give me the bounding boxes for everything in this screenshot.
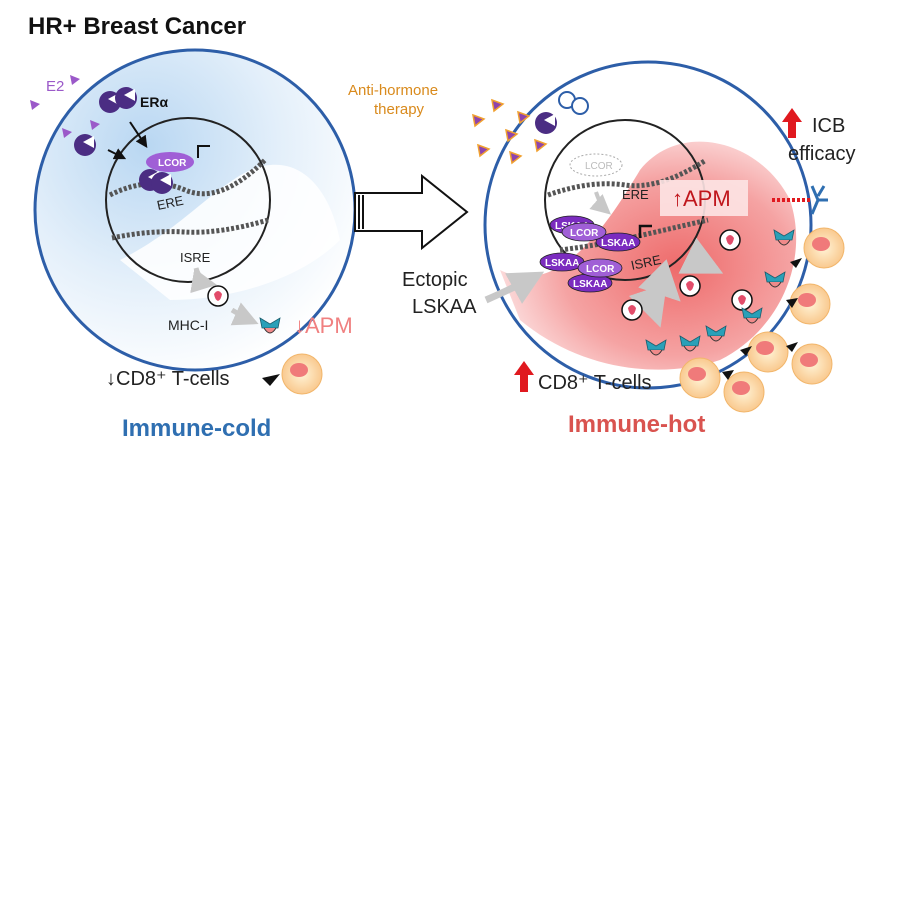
apm-down-label: ↓APM [294,313,353,338]
immune-hot-label: Immune-hot [568,411,705,438]
era-receptor [115,87,137,109]
tcell-receptor-arrow [740,346,752,356]
hot-tcells-label: CD8⁺ T-cells [538,372,652,394]
era-label: ERα [140,94,168,110]
cold-nucleus [105,117,271,283]
ectopic-label-line2: LSKAA [412,296,477,318]
icb-label-line2: efficacy [788,143,855,165]
cold-dna-ere [108,158,267,198]
era-receptor [151,172,173,194]
mhc-vesicle [719,229,741,251]
cd8-tcell [281,353,323,395]
apm-flow-arrow [628,283,667,328]
tcell-receptor-arrow [790,258,802,268]
blocked-receptor [535,112,557,134]
icb-up-arrow [782,108,802,138]
lskaa-cluster: LSKAA LSKAA LSKAA LSKAA LCOR LCOR [539,215,641,293]
hot-tcells-up-arrow [514,361,534,392]
hot-dna-ere [547,157,708,198]
era-receptor [74,134,96,156]
mhc-vesicle [621,299,643,321]
immune-cold-cell: E2 ERα LCOR ERE ISRE MHC-I ↓APM ↓CD8⁺ T-… [30,48,357,442]
cold-dna-isre [111,217,269,241]
isre-to-vesicle-arrow [190,267,217,294]
therapy-triangle [491,99,504,112]
tcell-receptor-arrow [722,370,734,380]
lcor-label: LCOR [158,158,187,169]
therapy-label-line2: therapy [374,101,425,118]
lcor-pill [561,222,607,242]
icb-label-line1: ICB [812,115,845,137]
vesicle-to-mhc-arrow [230,302,259,326]
therapy-label-line1: Anti-hormone [348,82,438,99]
mhc-vesicle [207,285,229,307]
mhc-vesicle [679,275,701,297]
apm-flow-arrow [678,237,724,274]
mhc-vesicle [731,289,753,311]
cd8-tcell [723,371,765,413]
therapy-triangle [477,144,490,157]
transition-arrow [354,173,469,251]
lcor-pill-label: LCOR [570,228,599,239]
ere-label: ERE [156,193,186,213]
lcor-promoter-arrow [197,145,210,158]
ectopic-lskaa-arrow [484,271,545,304]
cd8-tcell [791,343,833,385]
apm-up-box [660,180,748,216]
apm-up-label: ↑APM [672,186,731,211]
immune-cold-label: Immune-cold [122,415,271,442]
isre-label: ISRE [180,250,211,265]
empty-receptor [571,97,589,115]
mhc-label: MHC-I [168,317,208,333]
cold-tcells-label: ↓CD8⁺ T-cells [106,368,230,390]
lcor-pill-label: LCOR [586,264,615,275]
lcor-faded-pill [569,153,623,177]
tcell-receptor-arrow [262,374,280,386]
cd8-tcell [789,283,831,325]
tcell-receptor-arrow [786,298,798,308]
cd8-tcell [803,227,845,269]
lskaa-pill-label: LSKAA [545,258,579,269]
hot-promoter-arrow [638,224,652,238]
lcor-faded-label: LCOR [585,161,613,172]
lcor-pill [146,152,194,172]
therapy-triangle [472,114,485,127]
lcor-faded-arrow [589,191,612,215]
lskaa-pill [595,232,641,252]
figure-title: HR+ Breast Cancer [28,13,246,40]
e2-label: E2 [46,78,64,95]
e2-triangle [70,75,80,85]
era-arrow [129,121,148,148]
cold-cytoplasm-white-swirl [120,164,340,300]
hot-ere-label: ERE [622,187,649,202]
era-arrow-2 [107,148,127,160]
e2-triangle [30,100,40,110]
cd8-tcell [679,357,721,399]
ectopic-label-line1: Ectopic [402,269,468,291]
tcell-receptor-arrow [786,342,798,352]
cd8-tcell [747,331,789,373]
antibody-icon [810,185,828,215]
lskaa-pill-label: LSKAA [573,279,607,290]
immune-hot-cell: Anti-hormone therapy LCOR ERE ↑APM LSKAA… [348,60,855,438]
lskaa-pill-label: LSKAA [601,238,635,249]
lcor-pill [577,258,623,278]
